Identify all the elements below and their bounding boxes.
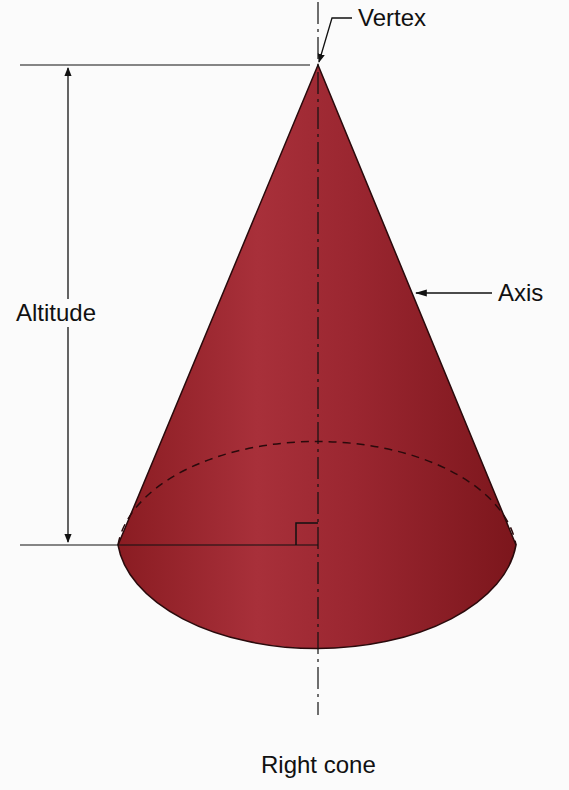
part-label: Axis xyxy=(498,280,543,306)
cone-body xyxy=(118,65,516,649)
part-label: Vertex xyxy=(358,5,426,31)
right-angle-mark xyxy=(296,523,318,545)
extension-line xyxy=(20,544,318,545)
dimension-label: Altitude xyxy=(14,299,98,327)
leader-arrow xyxy=(416,292,492,294)
hidden-base-edge xyxy=(118,441,516,545)
leader-line xyxy=(319,18,352,62)
axis-line xyxy=(317,2,318,715)
extension-line xyxy=(20,64,310,65)
figure-caption: Right cone xyxy=(261,752,376,778)
